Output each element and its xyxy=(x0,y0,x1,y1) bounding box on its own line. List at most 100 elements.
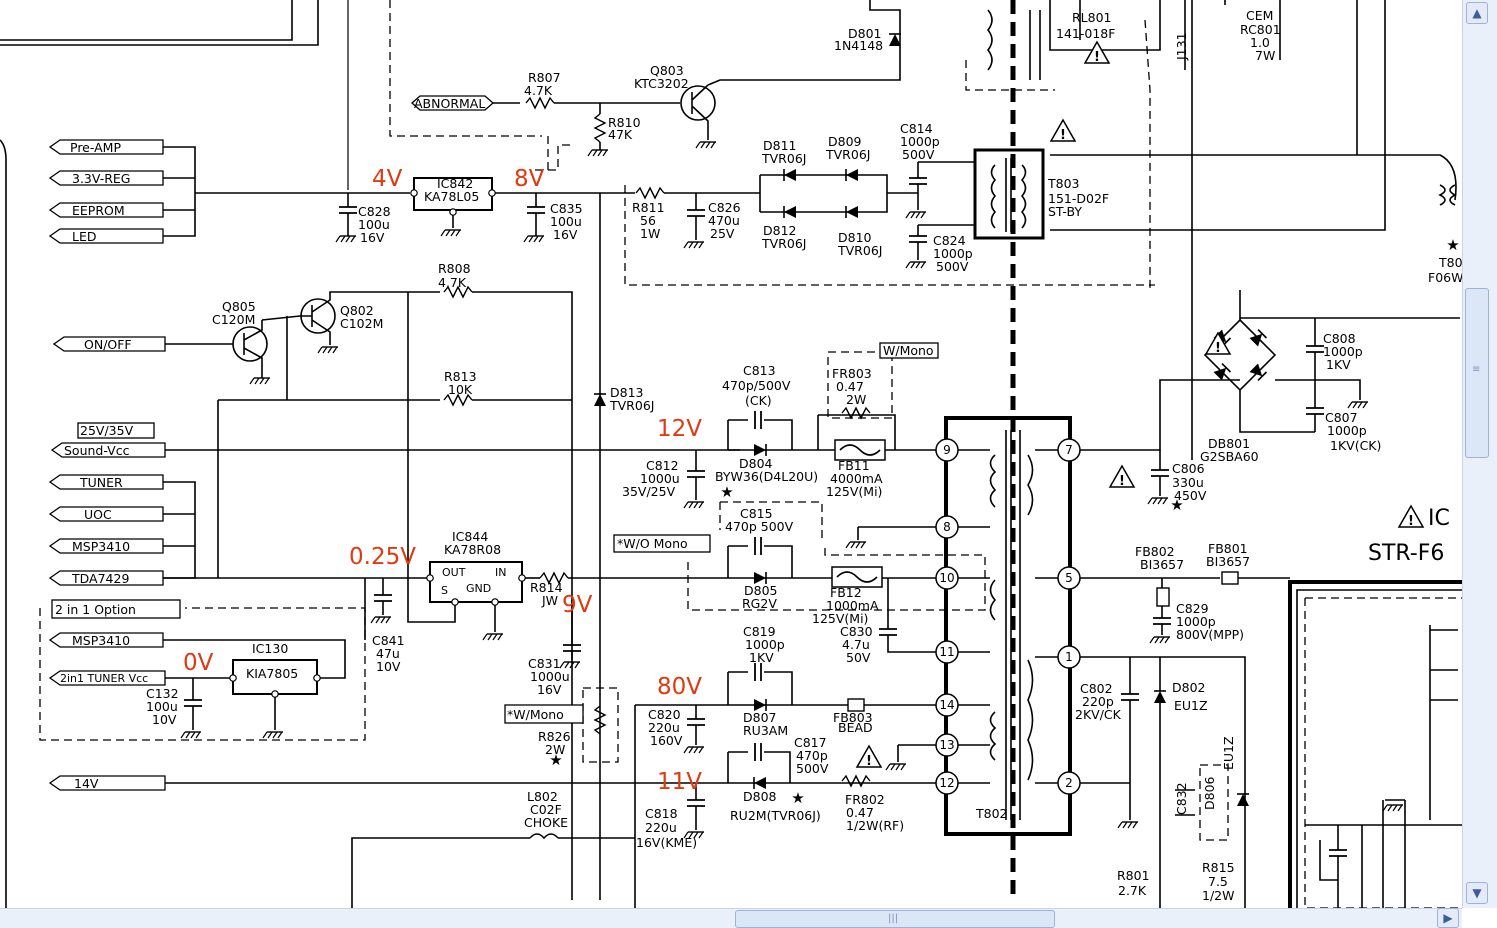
fb812-value: 1000mA xyxy=(826,598,879,613)
c806-value: 330u xyxy=(1172,475,1204,490)
r826-power: 2W xyxy=(545,742,565,757)
c820-ref: C820 xyxy=(648,707,681,722)
pin-1: 1 xyxy=(1065,650,1073,664)
voltage-12v: 12V xyxy=(657,416,702,442)
t802-ref: T802 xyxy=(975,806,1008,821)
pin-10: 10 xyxy=(939,571,954,585)
vertical-scroll-thumb[interactable] xyxy=(1465,288,1489,458)
j131-ref: J131 xyxy=(1174,32,1189,61)
d813-ref: D813 xyxy=(610,385,643,400)
t803-value: 151-D02F xyxy=(1048,191,1109,206)
r807-value: 4.7K xyxy=(524,83,553,98)
c818-value: 220u xyxy=(645,820,677,835)
fr802-power: 1/2W(RF) xyxy=(846,818,904,833)
c819-ref: C819 xyxy=(743,624,776,639)
r811-value: 56 xyxy=(640,213,656,228)
fr803-ref: FR803 xyxy=(832,366,872,381)
fb801-ref: FB801 xyxy=(1208,541,1248,556)
c829-ref: C829 xyxy=(1176,601,1209,616)
fb811-ref: FB11 xyxy=(838,458,870,473)
w-mono-label: W/Mono xyxy=(883,343,934,358)
r801-ref: R801 xyxy=(1117,868,1150,883)
d802-ref: D802 xyxy=(1172,680,1205,695)
ic844-ref: IC844 xyxy=(452,529,488,544)
q803-value: KTC3202 xyxy=(634,76,689,91)
t803-ref: T803 xyxy=(1047,176,1080,191)
q802-ref: Q802 xyxy=(340,303,374,318)
rc801-ref: RC801 xyxy=(1240,22,1281,37)
horizontal-scrollbar[interactable] xyxy=(0,908,1462,928)
label-led: LED xyxy=(72,229,97,244)
t803-note: ST-BY xyxy=(1048,204,1082,219)
label-msp3410: MSP3410 xyxy=(72,539,130,554)
ic130-value: KIA7805 xyxy=(246,666,298,681)
c814-ref: C814 xyxy=(900,121,933,136)
scroll-up-button[interactable]: ▲ xyxy=(1466,2,1488,24)
c818-voltage: 16V(KME) xyxy=(636,835,697,850)
ic844-value: KA78R08 xyxy=(444,542,501,557)
c826-value: 470u xyxy=(708,213,740,228)
pin-12: 12 xyxy=(939,776,954,790)
c841-value: 47u xyxy=(376,646,400,661)
voltage-0v: 0V xyxy=(183,650,214,676)
d811-ref: D811 xyxy=(763,138,796,153)
component-labels: D801 1N4148 RL801 141-018F J131 CEM RC80… xyxy=(146,8,1462,903)
d805-value: RG2V xyxy=(742,596,777,611)
fb811-rating: 125V(Mi) xyxy=(826,484,882,499)
q805-ref: Q805 xyxy=(222,299,256,314)
pin-11: 11 xyxy=(939,645,954,659)
d810-ref: D810 xyxy=(838,230,872,245)
r811-power: 1W xyxy=(640,226,660,241)
c835-voltage: 16V xyxy=(553,227,578,242)
r807-ref: R807 xyxy=(528,70,561,85)
r826-ref: R826 xyxy=(538,729,571,744)
c832-ref: C832 xyxy=(1174,782,1189,815)
r808-value: 4.7K xyxy=(438,275,467,290)
r815-ref: R815 xyxy=(1202,860,1235,875)
d808-ref: D808 xyxy=(743,789,777,804)
label-2in1-tuner-vcc: 2in1 TUNER Vcc xyxy=(60,672,148,685)
fb812-rating: 125V(Mi) xyxy=(812,611,868,626)
r811-ref: R811 xyxy=(632,200,665,215)
grip-icon: ≡ xyxy=(1472,364,1481,375)
c817-value: 470p xyxy=(796,748,828,763)
l802-value: C02F xyxy=(530,802,562,817)
fr803-value: 0.47 xyxy=(836,379,864,394)
c835-ref: C835 xyxy=(550,201,583,216)
d804-value: BYW36(D4L20U) xyxy=(715,469,818,484)
db801-ref: DB801 xyxy=(1208,436,1250,451)
d802-value: EU1Z xyxy=(1174,698,1208,713)
c814-voltage: 500V xyxy=(902,147,935,162)
c815-value: 470p 500V xyxy=(725,519,794,534)
label-2in1-option: 2 in 1 Option xyxy=(55,602,136,617)
d806-ref: D806 xyxy=(1202,776,1217,810)
rl801-value: 141-018F xyxy=(1056,26,1115,41)
c830-voltage: 50V xyxy=(846,650,871,665)
ic130-ref: IC130 xyxy=(252,641,288,656)
label-on-off: ON/OFF xyxy=(84,337,132,352)
scroll-down-button[interactable]: ▼ xyxy=(1466,882,1488,904)
fb801-value: BI3657 xyxy=(1206,554,1250,569)
voltage-80v: 80V xyxy=(657,674,702,700)
t80x-value: F06W xyxy=(1428,270,1462,285)
power-supply-schematic: ! xyxy=(0,0,1462,908)
c835-value: 100u xyxy=(550,214,582,229)
fr802-ref: FR802 xyxy=(845,792,885,807)
ic842-ref: IC842 xyxy=(437,176,473,191)
label-sound-vcc: Sound-Vcc xyxy=(64,443,130,458)
r814-ref: R814 xyxy=(530,580,563,595)
q802-value: C102M xyxy=(340,316,383,331)
fb802-ref: FB802 xyxy=(1135,544,1175,559)
arrow-down-icon: ▼ xyxy=(1472,886,1482,900)
c824-value: 1000p xyxy=(933,246,973,261)
ic844-pin-gnd: GND xyxy=(466,582,491,595)
wo-mono-label: *W/O Mono xyxy=(617,536,688,551)
pin-8: 8 xyxy=(943,520,951,534)
rc801-value: 1.0 xyxy=(1250,35,1270,50)
ic844-pin-in: IN xyxy=(495,566,506,579)
c815-ref: C815 xyxy=(740,506,773,521)
scroll-right-button[interactable]: ▶ xyxy=(1437,908,1459,928)
c812-voltage: 35V/25V xyxy=(622,484,676,499)
db801-value: G2SBA60 xyxy=(1200,449,1259,464)
